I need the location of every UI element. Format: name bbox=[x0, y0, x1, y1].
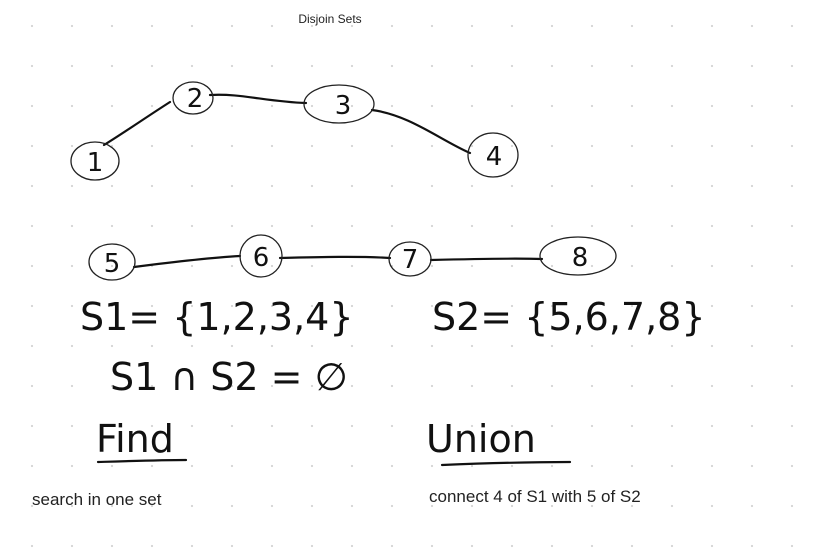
svg-text:3: 3 bbox=[335, 91, 352, 121]
edge-7-8 bbox=[429, 257, 544, 262]
svg-text:5: 5 bbox=[104, 249, 121, 279]
union-heading: Union bbox=[426, 417, 536, 461]
svg-text:4: 4 bbox=[486, 142, 503, 172]
page-title: Disjoin Sets bbox=[298, 12, 362, 26]
node-3: 3 bbox=[303, 84, 375, 124]
svg-text:8: 8 bbox=[572, 243, 589, 273]
s1-definition: S1= {1,2,3,4} bbox=[80, 295, 354, 339]
edge-2-3 bbox=[208, 93, 308, 105]
node-2: 2 bbox=[172, 81, 214, 115]
node-8: 8 bbox=[539, 236, 617, 276]
svg-text:6: 6 bbox=[253, 243, 270, 273]
node-1: 1 bbox=[70, 141, 120, 181]
find-heading: Find bbox=[96, 417, 174, 461]
node-5: 5 bbox=[88, 243, 136, 281]
union-underline bbox=[440, 460, 572, 467]
s2-definition: S2= {5,6,7,8} bbox=[432, 295, 706, 339]
edge-6-7 bbox=[278, 255, 392, 260]
svg-text:2: 2 bbox=[187, 84, 204, 114]
node-4: 4 bbox=[467, 132, 519, 178]
edge-5-6 bbox=[132, 254, 242, 269]
svg-text:1: 1 bbox=[87, 148, 104, 178]
find-caption: search in one set bbox=[32, 490, 162, 509]
find-underline bbox=[96, 458, 188, 464]
edge-3-4 bbox=[370, 108, 472, 155]
node-7: 7 bbox=[388, 241, 432, 277]
intersection-formula: S1 ∩ S2 = ∅ bbox=[110, 355, 348, 399]
node-6: 6 bbox=[239, 234, 283, 278]
edge-1-2 bbox=[102, 100, 172, 147]
union-caption: connect 4 of S1 with 5 of S2 bbox=[429, 487, 641, 506]
svg-text:7: 7 bbox=[402, 245, 419, 275]
